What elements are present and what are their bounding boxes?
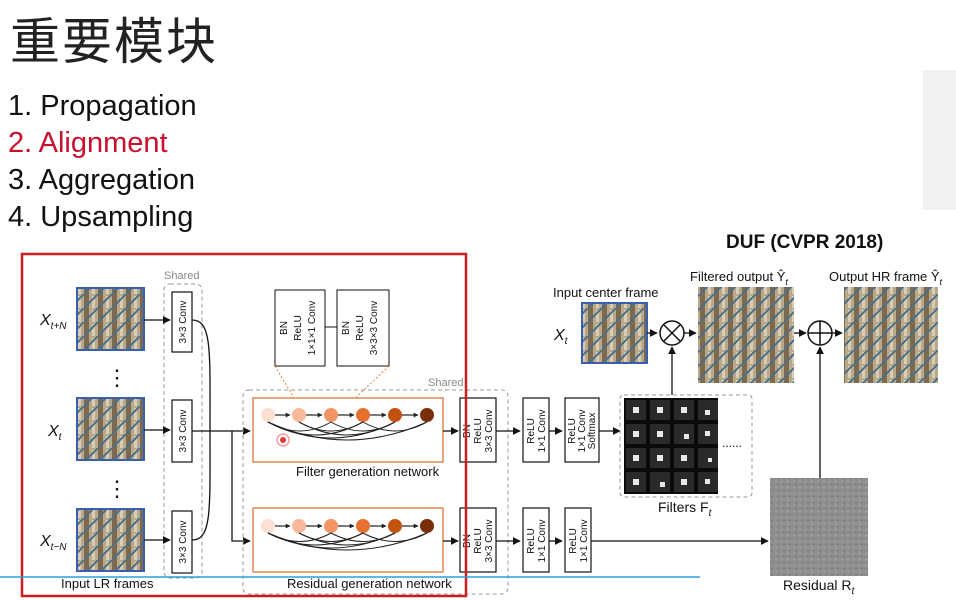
module-item-aggregation: 3. Aggregation — [8, 164, 196, 196]
filters-dots: ...... — [722, 436, 742, 450]
relu-1x1-conv-upper: ReLU 1×1 Conv — [522, 397, 550, 463]
svg-text:ReLU: ReLU — [355, 315, 366, 341]
filtered-output-image — [698, 287, 794, 383]
svg-text:ReLU: ReLU — [568, 528, 579, 554]
conv-block-bot: 3×3 Conv — [171, 510, 193, 574]
input-label-mid: Xt — [47, 423, 63, 443]
edge-shade — [923, 70, 956, 210]
svg-text:3×3×3 Conv: 3×3×3 Conv — [369, 301, 380, 356]
residual-generation-network — [252, 507, 444, 573]
input-frame-top — [76, 287, 145, 351]
residual-generation-label: Residual generation network — [287, 576, 452, 591]
svg-text:1×1 Conv: 1×1 Conv — [579, 519, 590, 562]
svg-text:3×3 Conv: 3×3 Conv — [178, 409, 189, 452]
generator-shared-box — [242, 389, 509, 595]
svg-text:BN: BN — [462, 534, 473, 548]
relu-1x1-conv-lower: ReLU 1×1 Conv — [522, 507, 550, 573]
module-list: 1. Propagation 2. Alignment 3. Aggregati… — [8, 88, 197, 236]
module-item-alignment: 2. Alignment — [8, 127, 168, 159]
input-lr-label: Input LR frames — [61, 576, 154, 591]
relu-1x1-conv-final: ReLU 1×1 Conv — [564, 507, 592, 573]
svg-text:ReLU: ReLU — [293, 315, 304, 341]
input-label-bot: Xt−N — [39, 533, 67, 553]
alignment-highlight-box — [20, 252, 468, 598]
input-frame-middle — [76, 397, 145, 461]
slide-title: 重要模块 — [10, 13, 218, 71]
svg-text:1×1 Conv: 1×1 Conv — [577, 409, 588, 452]
filter-generation-label: Filter generation network — [296, 464, 440, 479]
filter-generation-network — [252, 397, 444, 463]
svg-text:ReLU: ReLU — [526, 418, 537, 444]
output-hr-label: Output HR frame Ŷt — [829, 269, 943, 287]
vdots-upper: ⋮ — [106, 365, 128, 390]
shared-label-1: Shared — [164, 270, 199, 282]
relu-1x1-softmax-block: ReLU 1×1 Conv Softmax — [564, 397, 600, 463]
input-frame-bottom — [76, 508, 145, 572]
svg-text:BN: BN — [341, 321, 352, 335]
residual-image — [770, 478, 868, 576]
svg-text:ReLU: ReLU — [567, 418, 578, 444]
svg-text:1×1 Conv: 1×1 Conv — [537, 519, 548, 562]
svg-text:BN: BN — [279, 321, 290, 335]
svg-text:ReLU: ReLU — [526, 528, 537, 554]
svg-text:3×3 Conv: 3×3 Conv — [484, 519, 495, 562]
detail-box-1x1x1: BN ReLU 1×1×1 Conv — [274, 289, 326, 367]
module-item-propagation: 1. Propagation — [8, 90, 197, 122]
diagram-heading: DUF (CVPR 2018) — [726, 232, 883, 253]
center-frame-symbol: Xt — [553, 327, 569, 347]
svg-text:BN: BN — [462, 424, 473, 438]
input-label-top: Xt+N — [39, 312, 67, 332]
svg-text:ReLU: ReLU — [473, 528, 484, 554]
svg-text:1×1×1 Conv: 1×1×1 Conv — [307, 301, 318, 356]
svg-text:ReLU: ReLU — [473, 418, 484, 444]
module-item-upsampling: 4. Upsampling — [8, 201, 194, 233]
detail-box-3x3x3: BN ReLU 3×3×3 Conv — [336, 289, 390, 367]
svg-text:1×1 Conv: 1×1 Conv — [537, 409, 548, 452]
shared-label-2: Shared — [428, 377, 463, 389]
filters-label: Filters Ft — [658, 499, 713, 519]
svg-text:Softmax: Softmax — [587, 413, 598, 450]
conv-block-mid: 3×3 Conv — [171, 399, 193, 463]
multiply-operator-icon — [659, 320, 685, 346]
add-operator-icon — [807, 320, 833, 346]
conv-block-top: 3×3 Conv — [171, 291, 193, 353]
output-hr-image — [844, 287, 938, 383]
svg-text:3×3 Conv: 3×3 Conv — [178, 520, 189, 563]
filters-grid — [619, 394, 753, 498]
filtered-output-label: Filtered output Ŷt — [690, 269, 788, 287]
input-center-label: Input center frame — [553, 285, 659, 300]
svg-text:3×3 Conv: 3×3 Conv — [484, 409, 495, 452]
vdots-lower: ⋮ — [106, 476, 128, 501]
svg-text:3×3 Conv: 3×3 Conv — [178, 300, 189, 343]
input-center-frame — [581, 302, 648, 364]
residual-label: Residual Rt — [783, 577, 855, 597]
